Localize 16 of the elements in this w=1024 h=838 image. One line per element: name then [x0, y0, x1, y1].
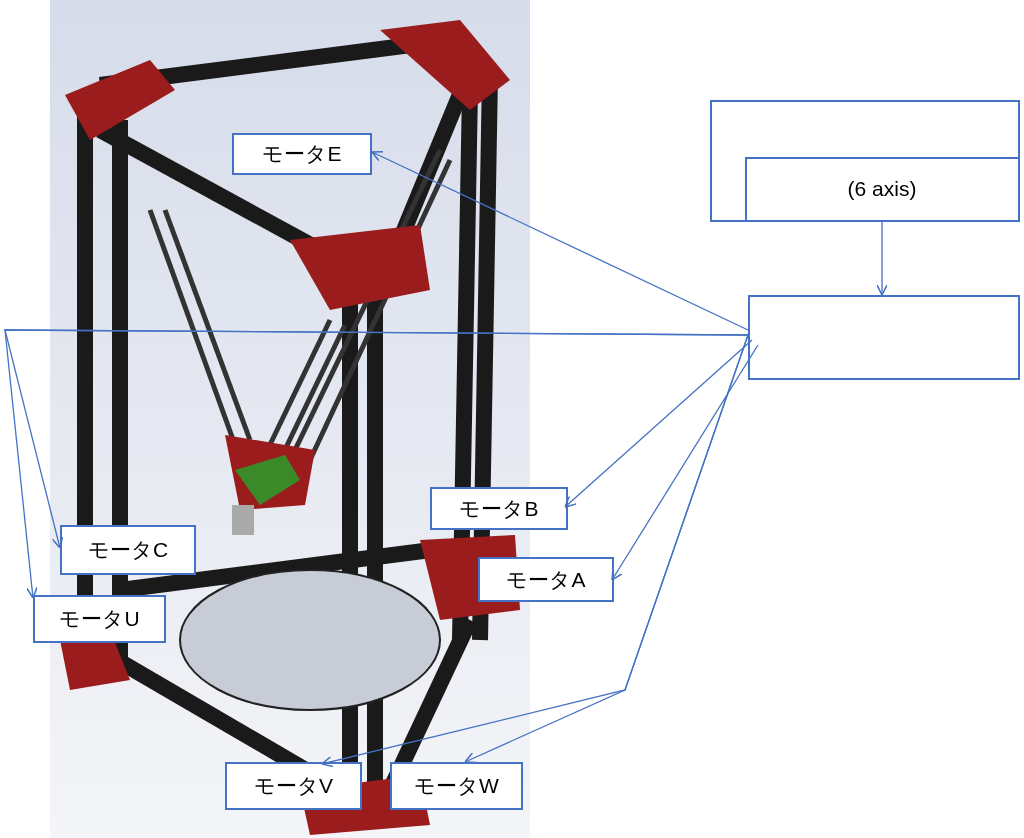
motor-label-box: モータB — [430, 487, 568, 530]
arrow — [371, 150, 749, 331]
arrow — [464, 334, 749, 764]
board-box — [710, 100, 1020, 222]
motor-label-box: モータW — [390, 762, 523, 810]
motor-label-box: モータV — [225, 762, 362, 810]
motor-label-box: モータC — [60, 525, 196, 575]
arrow — [4, 329, 749, 599]
motor-label-box: モータA — [478, 557, 614, 602]
arrow — [876, 221, 888, 296]
arrow — [611, 344, 759, 581]
software-box: (6 axis) — [744, 156, 1020, 222]
motor-label-box: モータE — [232, 133, 372, 175]
arrow — [564, 339, 753, 508]
controller-box — [748, 295, 1020, 380]
motor-label-box: モータU — [33, 595, 166, 643]
